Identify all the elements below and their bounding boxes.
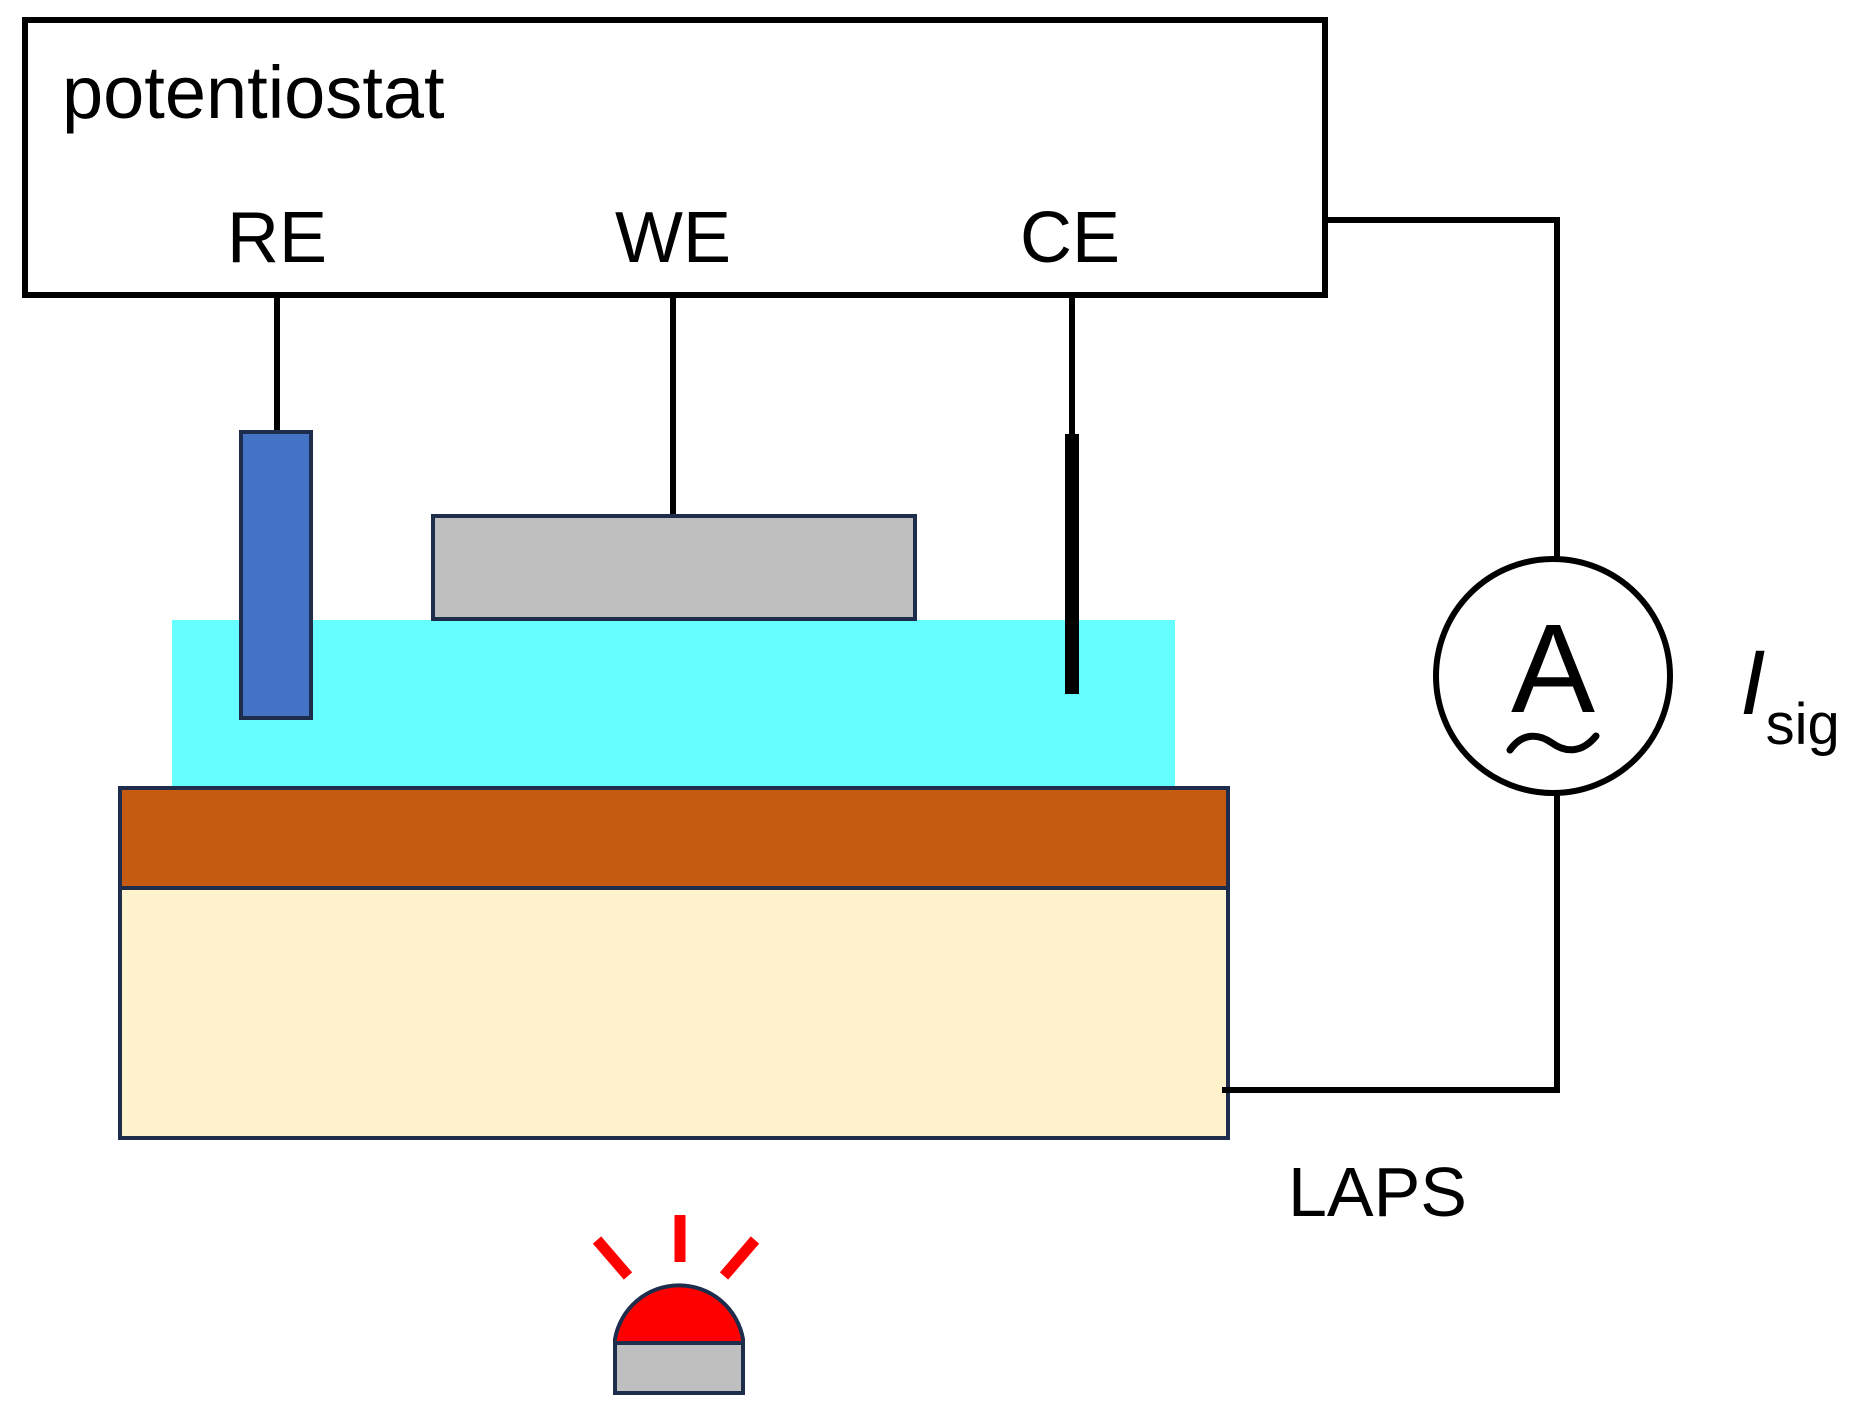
signal-current-subscript: sig xyxy=(1766,692,1840,757)
semiconductor-substrate xyxy=(118,886,1230,1140)
ac-ammeter-icon: A xyxy=(1433,556,1673,796)
light-ray-right xyxy=(719,1236,760,1280)
insulator-layer xyxy=(118,786,1230,890)
electrolyte xyxy=(172,620,1175,787)
ammeter-top-wire xyxy=(1325,217,1560,559)
ammeter-bottom-wire xyxy=(1222,793,1560,1093)
signal-current-symbol: I xyxy=(1740,632,1766,734)
terminal-label-re: RE xyxy=(227,198,327,278)
laps-label: LAPS xyxy=(1288,1153,1467,1231)
potentiostat-box xyxy=(22,17,1328,298)
terminal-label-we: WE xyxy=(615,198,731,278)
potentiostat-label: potentiostat xyxy=(62,51,445,134)
signal-current-label: Isig xyxy=(1740,632,1840,757)
terminal-label-ce: CE xyxy=(1020,198,1120,278)
led-light-icon xyxy=(592,1215,760,1395)
reference-electrode xyxy=(239,430,313,720)
led-dome xyxy=(613,1283,745,1345)
ac-tilde-icon xyxy=(1506,732,1600,754)
ammeter-circle xyxy=(1433,556,1673,796)
ammeter-symbol: A xyxy=(1511,598,1595,739)
working-electrode xyxy=(431,514,917,621)
light-ray-left xyxy=(592,1236,633,1280)
led-base xyxy=(613,1341,745,1395)
